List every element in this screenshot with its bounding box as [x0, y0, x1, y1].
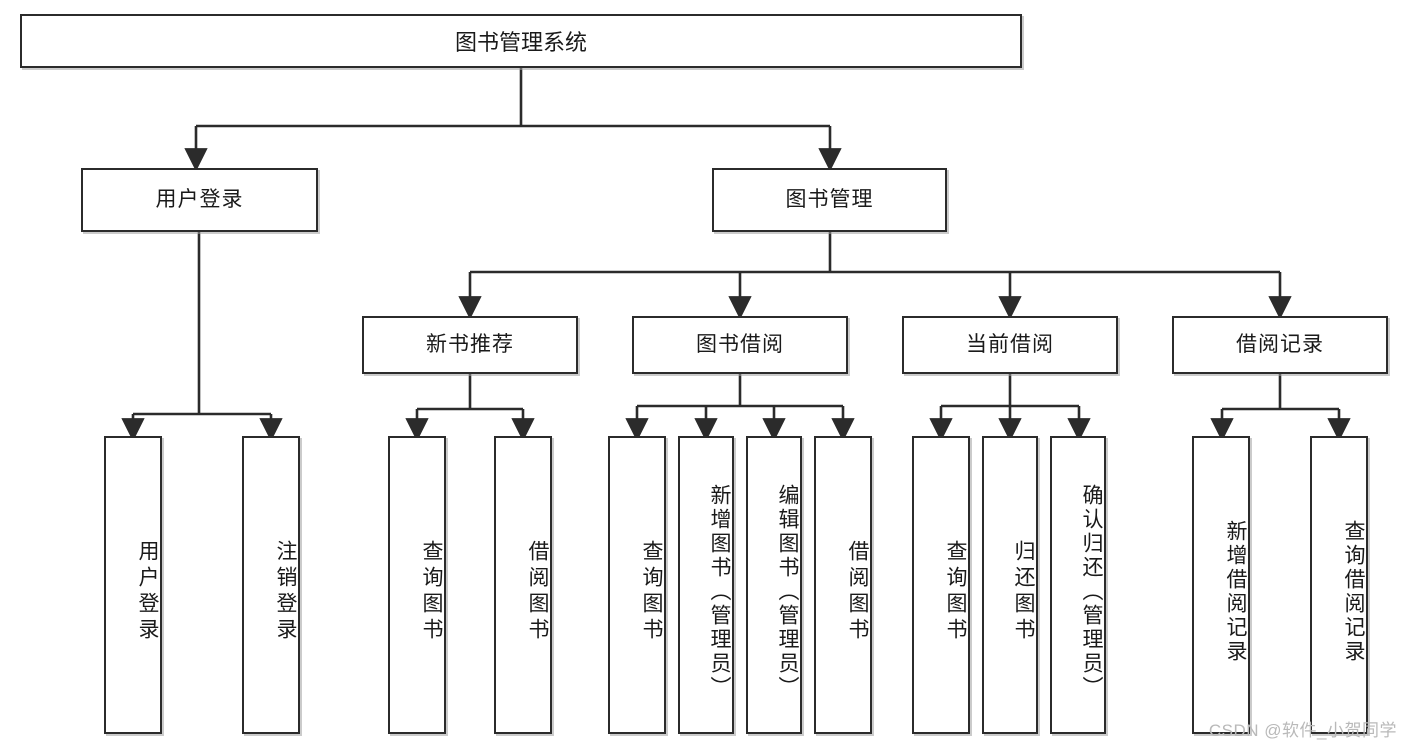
node-user-login[interactable]: 用户登录: [81, 168, 318, 232]
node-borrow-record[interactable]: 借阅记录: [1172, 316, 1388, 374]
leaf-current-borrow-query[interactable]: 查询图书: [912, 436, 970, 734]
node-book-borrow-label: 图书借阅: [696, 333, 784, 357]
leaf-book-borrow-edit[interactable]: 编辑图书（管理员）: [746, 436, 802, 734]
leaf-label: 归还图书: [1012, 540, 1035, 644]
watermark: CSDN @软件_小贺同学: [1208, 721, 1397, 740]
node-root[interactable]: 图书管理系统: [20, 14, 1022, 68]
leaf-label: 注销登录: [274, 540, 297, 644]
node-book-management-label: 图书管理: [785, 188, 874, 212]
leaf-new-book-query[interactable]: 查询图书: [388, 436, 446, 734]
node-book-management[interactable]: 图书管理: [712, 168, 947, 232]
node-user-login-label: 用户登录: [155, 188, 244, 212]
leaf-label: 新增图书（管理员）: [708, 484, 731, 700]
leaf-label: 新增借阅记录: [1224, 520, 1247, 664]
node-root-label: 图书管理系统: [454, 30, 587, 55]
node-book-borrow[interactable]: 图书借阅: [632, 316, 848, 374]
node-borrow-record-label: 借阅记录: [1236, 333, 1324, 357]
leaf-label: 查询图书: [420, 540, 443, 644]
leaf-label: 借阅图书: [526, 540, 549, 644]
leaf-label: 编辑图书（管理员）: [776, 484, 799, 700]
leaf-label: 查询图书: [944, 540, 967, 644]
leaf-label: 确认归还（管理员）: [1080, 484, 1103, 700]
leaf-label: 查询借阅记录: [1342, 520, 1365, 664]
leaf-current-borrow-confirm-return[interactable]: 确认归还（管理员）: [1050, 436, 1106, 734]
leaf-book-borrow-add[interactable]: 新增图书（管理员）: [678, 436, 734, 734]
leaf-new-book-borrow[interactable]: 借阅图书: [494, 436, 552, 734]
leaf-borrow-record-add[interactable]: 新增借阅记录: [1192, 436, 1250, 734]
leaf-user-login-login[interactable]: 用户登录: [104, 436, 162, 734]
node-new-book-recommend[interactable]: 新书推荐: [362, 316, 578, 374]
leaf-book-borrow-query[interactable]: 查询图书: [608, 436, 666, 734]
leaf-label: 借阅图书: [846, 540, 869, 644]
leaf-book-borrow-borrow[interactable]: 借阅图书: [814, 436, 872, 734]
leaf-user-login-logout[interactable]: 注销登录: [242, 436, 300, 734]
leaf-label: 用户登录: [136, 540, 159, 644]
leaf-borrow-record-query[interactable]: 查询借阅记录: [1310, 436, 1368, 734]
leaf-label: 查询图书: [640, 540, 663, 644]
node-current-borrow[interactable]: 当前借阅: [902, 316, 1118, 374]
node-current-borrow-label: 当前借阅: [966, 333, 1054, 357]
leaf-current-borrow-return[interactable]: 归还图书: [982, 436, 1038, 734]
node-new-book-recommend-label: 新书推荐: [426, 333, 514, 357]
